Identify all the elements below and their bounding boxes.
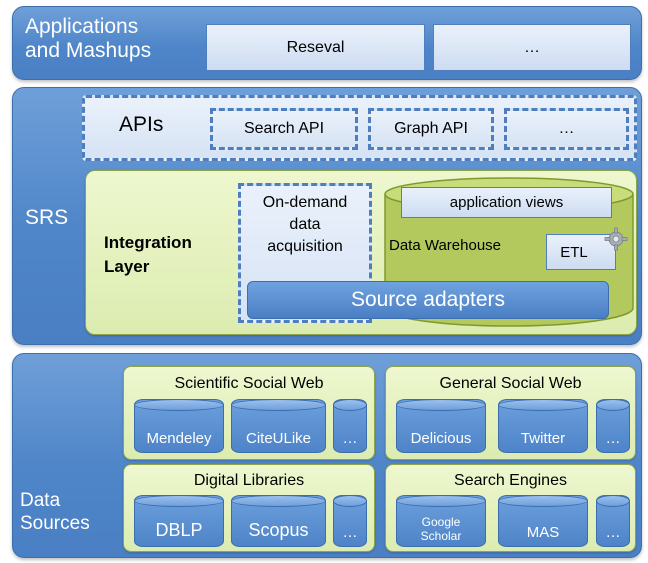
source-label: MAS [526,524,560,541]
apis-label: APIs [119,113,164,136]
integration-layer-label: Integration Layer [104,233,192,276]
source-mas[interactable]: MAS [498,495,588,547]
search-api-label: Search API [243,120,325,137]
source-more[interactable]: … [333,399,367,453]
api-more-box[interactable]: … [504,108,629,150]
app-box-more-label: … [524,38,540,56]
source-label: Twitter [520,430,566,447]
group-title: Scientific Social Web [174,375,324,392]
source-label: … [342,524,358,541]
app-box-reseval-label: Reseval [286,38,345,56]
source-twitter[interactable]: Twitter [498,399,588,453]
source-more[interactable]: … [333,495,367,547]
group-title: Digital Libraries [193,472,305,489]
group-digital-libraries: Digital Libraries DBLP Scopus … [123,464,375,552]
source-more[interactable]: … [596,495,630,547]
source-adapters-label: Source adapters [350,288,506,311]
graph-api-box[interactable]: Graph API [368,108,494,150]
source-google-scholar[interactable]: Google Scholar [396,495,486,547]
integration-layer-panel: Integration Layer Data Warehouse applica… [85,170,637,335]
source-more[interactable]: … [596,399,630,453]
source-label: Google Scholar [420,515,462,543]
group-scientific-social-web: Scientific Social Web Mendeley CiteULike… [123,366,375,460]
source-dblp[interactable]: DBLP [134,495,224,547]
source-label: Scopus [248,520,309,540]
group-search-engines: Search Engines Google Scholar MAS … [385,464,636,552]
applications-layer-label: Applications and Mashups [25,15,152,62]
source-label: DBLP [155,520,203,540]
group-general-social-web: General Social Web Delicious Twitter … [385,366,636,460]
source-label: … [342,430,358,447]
on-demand-label: On-demand data acquisition [262,194,348,255]
source-citeulike[interactable]: CiteULike [231,399,326,453]
graph-api-label: Graph API [394,120,468,137]
source-mendeley[interactable]: Mendeley [134,399,224,453]
search-api-box[interactable]: Search API [210,108,358,150]
group-title: General Social Web [439,375,582,392]
app-box-reseval[interactable]: Reseval [206,24,425,71]
srs-layer: SRS APIs Search API Graph API … Integrat… [12,87,642,345]
srs-layer-label: SRS [25,206,69,229]
source-label: … [605,430,621,447]
data-sources-layer-label: Data Sources [20,490,90,534]
gear-icon [604,227,628,251]
applications-layer: Applications and Mashups Reseval … [12,6,642,80]
source-label: CiteULike [245,430,312,447]
data-warehouse-label: Data Warehouse [389,237,502,254]
apis-container: APIs Search API Graph API … [82,95,637,161]
app-box-more[interactable]: … [433,24,631,71]
application-views-label: application views [449,194,564,211]
api-more-label: … [558,120,575,137]
application-views-box[interactable]: application views [401,187,612,218]
group-title: Search Engines [454,472,567,489]
source-label: Mendeley [146,430,212,447]
source-label: Delicious [410,430,472,447]
source-scopus[interactable]: Scopus [231,495,326,547]
etl-box[interactable]: ETL [546,234,616,270]
source-label: … [605,524,621,541]
source-delicious[interactable]: Delicious [396,399,486,453]
data-sources-layer: Data Sources Scientific Social Web Mende… [12,353,642,558]
source-adapters-bar[interactable]: Source adapters [247,281,609,319]
etl-label: ETL [560,243,588,261]
